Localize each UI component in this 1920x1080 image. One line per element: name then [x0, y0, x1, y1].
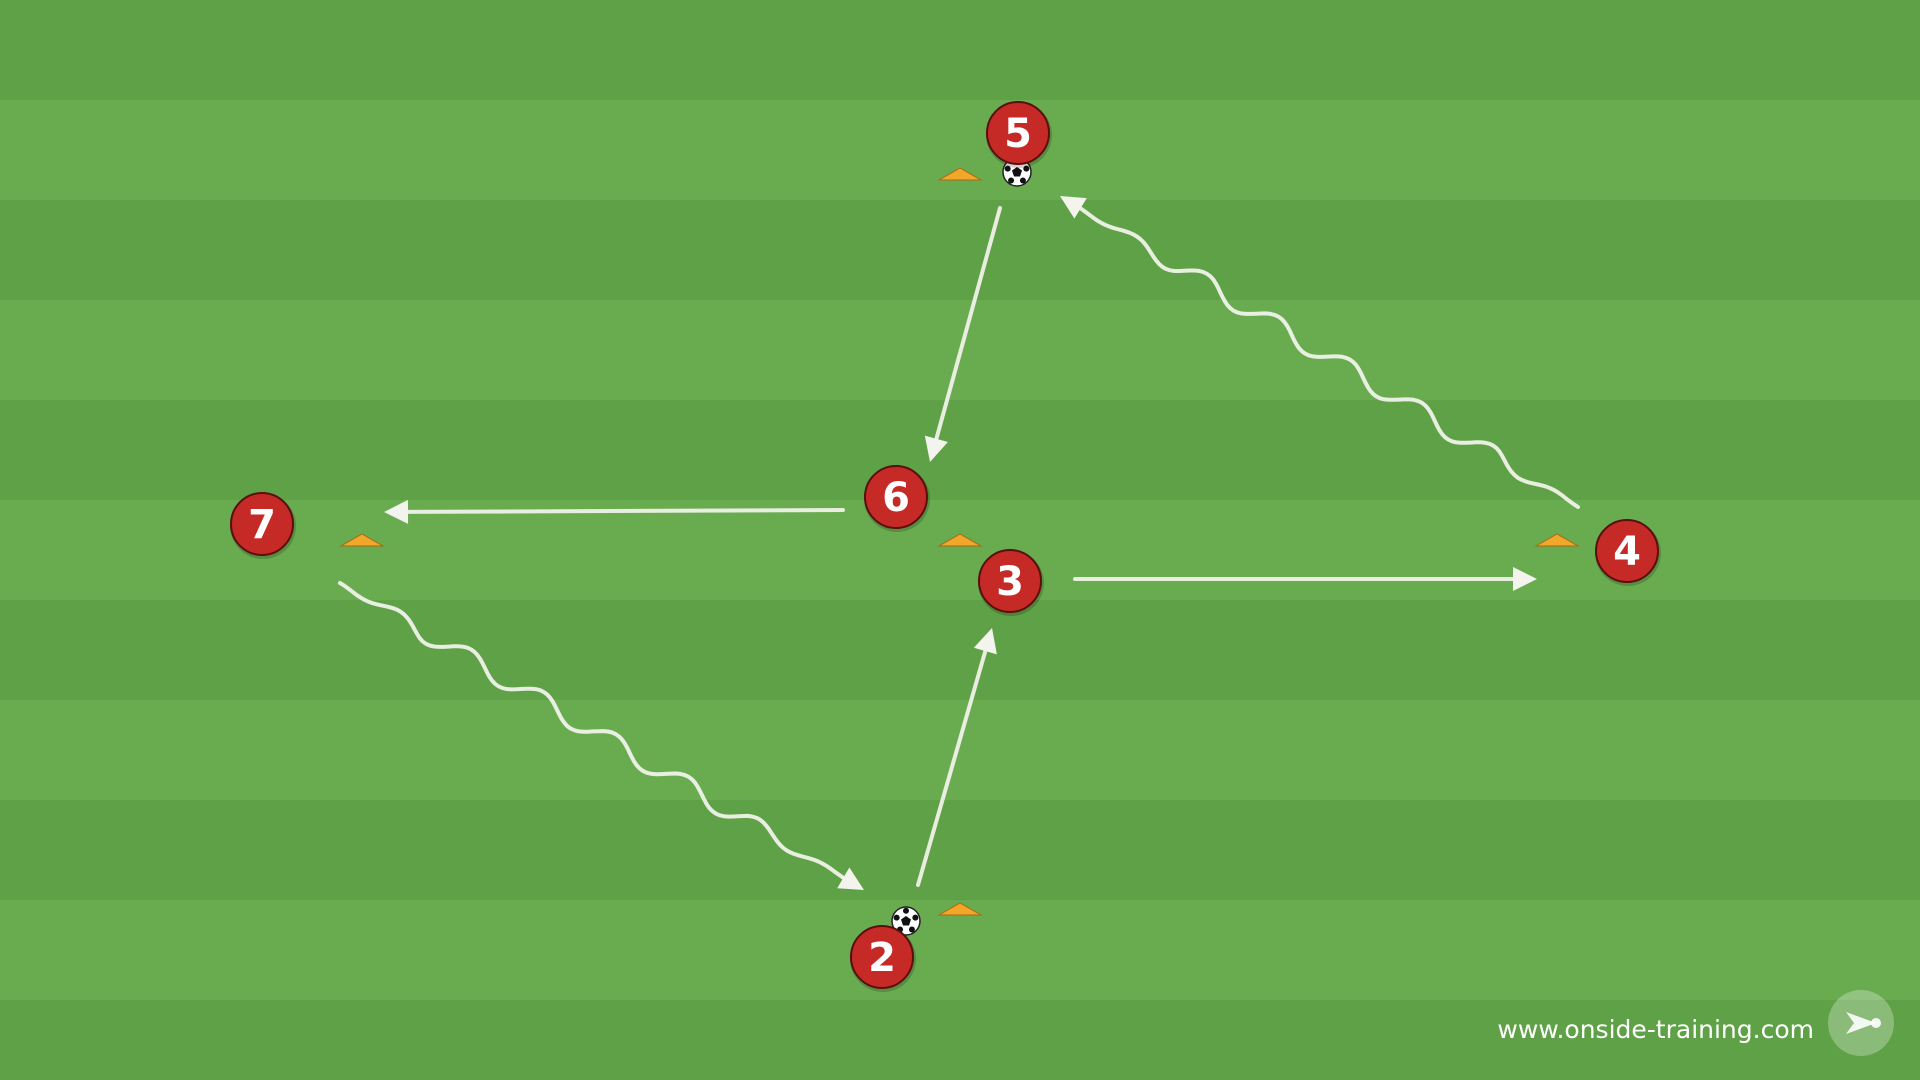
pass-line — [401, 508, 845, 514]
movement-pass-3-to-4 — [1073, 567, 1537, 591]
player-token — [1595, 519, 1659, 583]
arrow-head — [1513, 567, 1537, 591]
player-number: 3 — [996, 559, 1024, 605]
cone-marker — [1534, 533, 1580, 547]
pass-line — [933, 206, 1002, 445]
player-5: 5 — [986, 101, 1052, 168]
movement-run-7-to-2 — [338, 581, 864, 890]
movement-pass-2-to-3 — [916, 628, 997, 887]
cone-marker — [339, 533, 385, 547]
player-7: 7 — [230, 492, 296, 559]
player-3: 3 — [978, 549, 1044, 616]
website-watermark: www.onside-training.com — [1497, 1015, 1814, 1044]
player-6: 6 — [864, 465, 930, 532]
player-number: 5 — [1004, 111, 1032, 157]
movement-pass-6-to-7 — [384, 499, 845, 524]
player-number: 2 — [868, 935, 896, 981]
player-token — [864, 465, 928, 529]
cone-marker — [937, 902, 983, 916]
player-token — [850, 925, 914, 989]
cone-marker — [937, 533, 983, 547]
pass-line — [916, 645, 989, 887]
dribble-line — [1075, 204, 1580, 509]
player-number: 4 — [1613, 529, 1641, 575]
dribble-line — [338, 581, 849, 882]
player-4: 4 — [1595, 519, 1661, 586]
player-number: 6 — [882, 475, 910, 521]
player-token — [230, 492, 294, 556]
movement-pass-5-to-6 — [924, 206, 1002, 462]
cone-marker — [937, 167, 983, 181]
player-token — [978, 549, 1042, 613]
onside-logo-icon — [1828, 990, 1894, 1056]
arrow-head — [384, 499, 409, 524]
arrow-head — [837, 867, 864, 890]
player-token — [986, 101, 1050, 165]
arrow-head — [973, 628, 997, 655]
player-2: 2 — [850, 925, 916, 992]
arrow-head — [924, 435, 948, 462]
player-number: 7 — [248, 502, 276, 548]
arrow-head — [1060, 196, 1087, 219]
movement-run-4-to-5 — [1060, 196, 1580, 509]
